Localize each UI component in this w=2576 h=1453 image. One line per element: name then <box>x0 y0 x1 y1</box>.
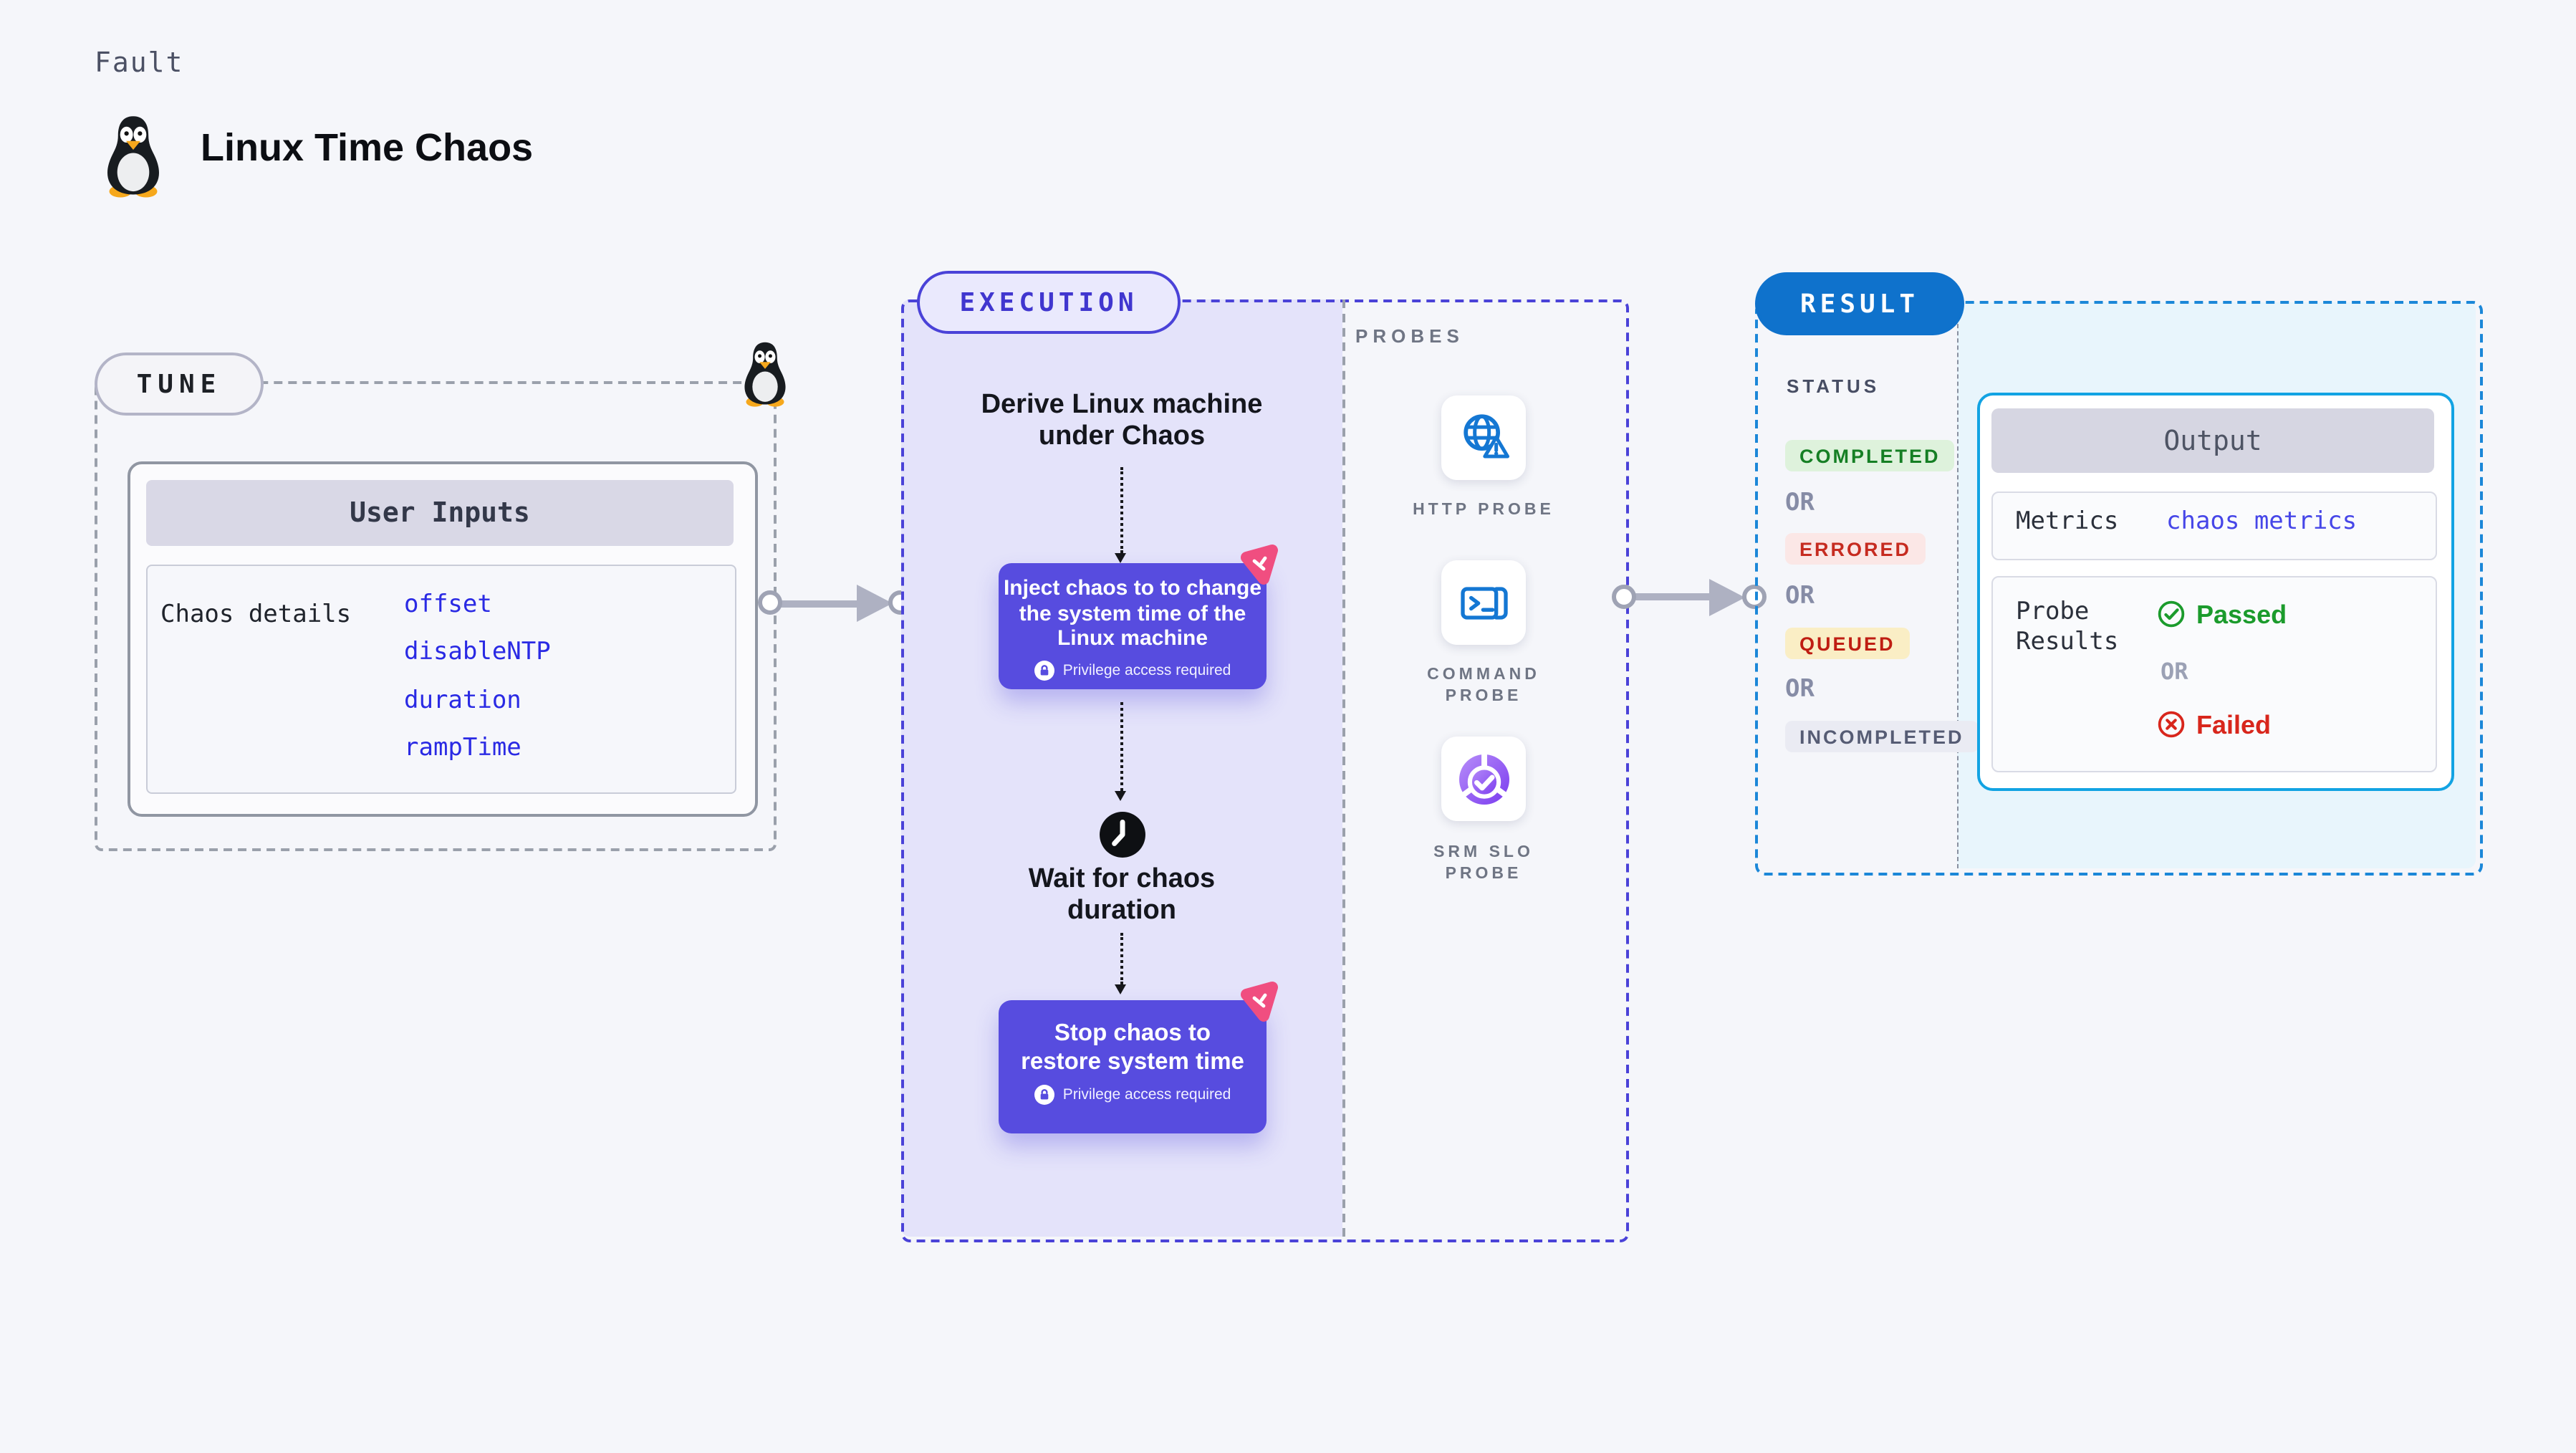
or-label: OR <box>1785 582 1815 610</box>
status-badge-errored: ERRORED <box>1785 533 1926 565</box>
srm-slo-probe-card <box>1441 737 1526 821</box>
arrow-right-icon <box>778 600 864 607</box>
user-inputs-table <box>146 565 736 794</box>
privilege-note: Privilege access required <box>1062 1086 1231 1103</box>
lock-icon <box>1034 660 1054 680</box>
tux-penguin-icon <box>107 116 159 198</box>
status-badge-queued: QUEUED <box>1785 628 1910 659</box>
http-probe-card <box>1441 395 1526 480</box>
http-probe-label: HTTP PROBE <box>1413 502 1554 519</box>
status-badge-completed: COMPLETED <box>1785 440 1955 471</box>
param-link-offset[interactable]: offset <box>404 590 492 619</box>
flow-dotted-arrow <box>1115 702 1126 801</box>
status-badge-incompleted: INCOMPLETED <box>1785 721 1979 752</box>
result-pill: RESULT <box>1755 272 1964 335</box>
clock-icon <box>1100 812 1145 858</box>
wait-step-label: Wait for chaos duration <box>1028 864 1216 926</box>
litmus-chaos-icon <box>1241 545 1278 585</box>
param-link-ramptime[interactable]: rampTime <box>404 734 522 762</box>
passed-label: Passed <box>2196 600 2287 629</box>
terminal-icon <box>1460 586 1507 619</box>
srm-slo-probe-label: SRM SLO PROBE <box>1433 844 1534 883</box>
litmus-chaos-icon <box>1241 982 1278 1022</box>
user-inputs-header: User Inputs <box>146 480 734 546</box>
tux-penguin-icon <box>744 342 786 407</box>
failed-label: Failed <box>2196 711 2272 739</box>
metrics-row <box>1991 491 2437 560</box>
tune-section-box <box>95 381 777 851</box>
connector-dot <box>1742 585 1767 609</box>
x-circle-icon <box>2158 711 2185 738</box>
lock-icon <box>1034 1085 1054 1105</box>
execution-section-box <box>901 299 1629 1242</box>
arrow-right-icon <box>857 585 893 622</box>
globe-warning-icon <box>1463 413 1509 458</box>
result-section-box <box>1755 301 2483 876</box>
param-link-duration[interactable]: duration <box>404 686 522 715</box>
connector-dot <box>1611 585 1635 609</box>
or-label: OR <box>1785 489 1815 517</box>
arrow-right-icon <box>1709 578 1745 615</box>
derive-step-label: Derive Linux machine under Chaos <box>981 390 1263 451</box>
status-label: STATUS <box>1787 375 1880 397</box>
connector-dot <box>758 590 782 615</box>
command-probe-card <box>1441 560 1526 645</box>
execution-probes-divider <box>1342 299 1345 1237</box>
flow-dotted-arrow <box>1115 933 1126 994</box>
command-probe-label: COMMAND PROBE <box>1427 666 1540 705</box>
check-circle-icon <box>2158 600 2185 628</box>
stop-chaos-node: Stop chaos to restore system time Privil… <box>999 1000 1267 1133</box>
probe-results-label: Probe Results <box>2016 598 2119 656</box>
chaos-details-label: Chaos details <box>160 600 352 629</box>
page-title: Linux Time Chaos <box>201 126 534 169</box>
privilege-note: Privilege access required <box>1062 661 1231 678</box>
tune-pill: TUNE <box>95 353 264 416</box>
inject-chaos-node: Inject chaos to to change the system tim… <box>999 563 1267 689</box>
metrics-label: Metrics <box>2016 507 2119 536</box>
probes-section-label: PROBES <box>1355 325 1464 347</box>
result-divider <box>1957 302 1959 868</box>
slo-donut-check-icon <box>1458 751 1509 804</box>
arrow-right-icon <box>1632 593 1715 600</box>
flow-dotted-arrow <box>1115 467 1126 563</box>
fault-kicker: Fault <box>95 47 184 79</box>
or-label: OR <box>1785 675 1815 704</box>
execution-pill: EXECUTION <box>917 271 1181 334</box>
output-header: Output <box>1991 408 2434 473</box>
param-link-disablentp[interactable]: disableNTP <box>404 638 551 666</box>
metrics-value-link[interactable]: chaos metrics <box>2166 507 2358 536</box>
probe-results-row <box>1991 576 2437 772</box>
or-label: OR <box>2161 658 2188 685</box>
